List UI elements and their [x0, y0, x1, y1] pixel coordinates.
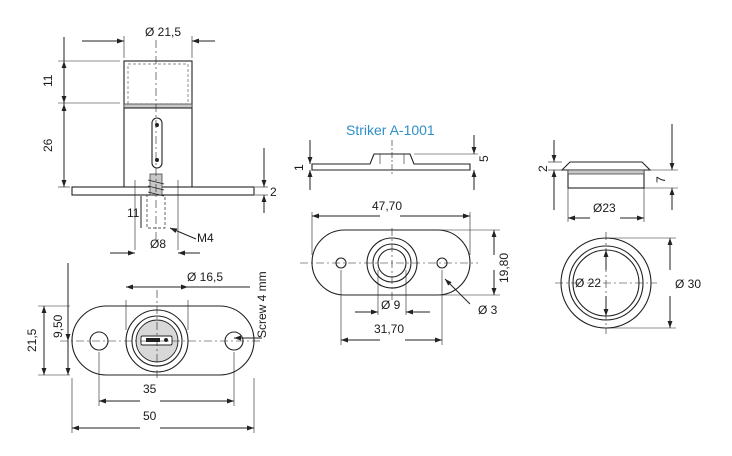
lock-cap [123, 60, 193, 108]
lock-plate-side [71, 186, 255, 196]
dim-center-hole: Ø 9 [381, 298, 401, 312]
lock-side-view: Ø 21,5 11 26 2 11 Ø8 M4 [41, 25, 277, 256]
dim-hole-spacing: 35 [143, 382, 157, 396]
dim-height-body: 26 [41, 138, 55, 152]
dim-plate-thickness: 2 [270, 185, 277, 199]
lock-plate-front-view: Ø 16,5 21,5 9,50 Screw 4 mm 35 50 [25, 263, 269, 433]
dim-screw-length: 11 [127, 206, 140, 220]
dim-plate-height: 21,5 [25, 328, 39, 352]
dim-bushing-hole: Ø 22 [575, 276, 601, 290]
dim-screw-diameter: Ø8 [150, 237, 166, 251]
bushing-front-view: Ø 22 Ø 30 [555, 232, 701, 334]
dim-hole-offset: 9,50 [51, 314, 65, 338]
dim-plate-length: 50 [143, 409, 157, 423]
dim-top-diameter: Ø 21,5 [145, 25, 181, 39]
striker-top-view: 47,70 19,80 Ø 9 31,70 Ø 3 [300, 199, 511, 345]
lock-slot [151, 117, 163, 169]
dim-thread: M4 [197, 231, 214, 245]
dim-bushing-outer: Ø 30 [675, 277, 701, 291]
dim-bushing-depth: 7 [654, 176, 668, 183]
bushing-flange [560, 161, 652, 171]
dim-height-top: 11 [41, 74, 55, 87]
striker-title: Striker A-1001 [346, 122, 435, 138]
dim-hole-spacing-striker: 31,70 [374, 322, 404, 336]
dim-striker-width: 19,80 [497, 253, 511, 283]
dim-cylinder-diameter: Ø 16,5 [187, 270, 223, 284]
dim-flange-thickness: 2 [536, 165, 550, 172]
bushing-side-view: 2 7 Ø23 [536, 124, 678, 222]
dim-striker-length: 47,70 [372, 199, 402, 213]
dim-bushing-inner: Ø23 [593, 201, 616, 215]
dim-striker-height: 5 [477, 155, 491, 162]
screw-note: Screw 4 mm [255, 271, 269, 338]
striker-side-view: 1 5 [292, 135, 491, 190]
dim-striker-thickness: 1 [292, 164, 306, 171]
dim-small-hole: Ø 3 [478, 303, 498, 317]
striker-profile [311, 153, 471, 171]
